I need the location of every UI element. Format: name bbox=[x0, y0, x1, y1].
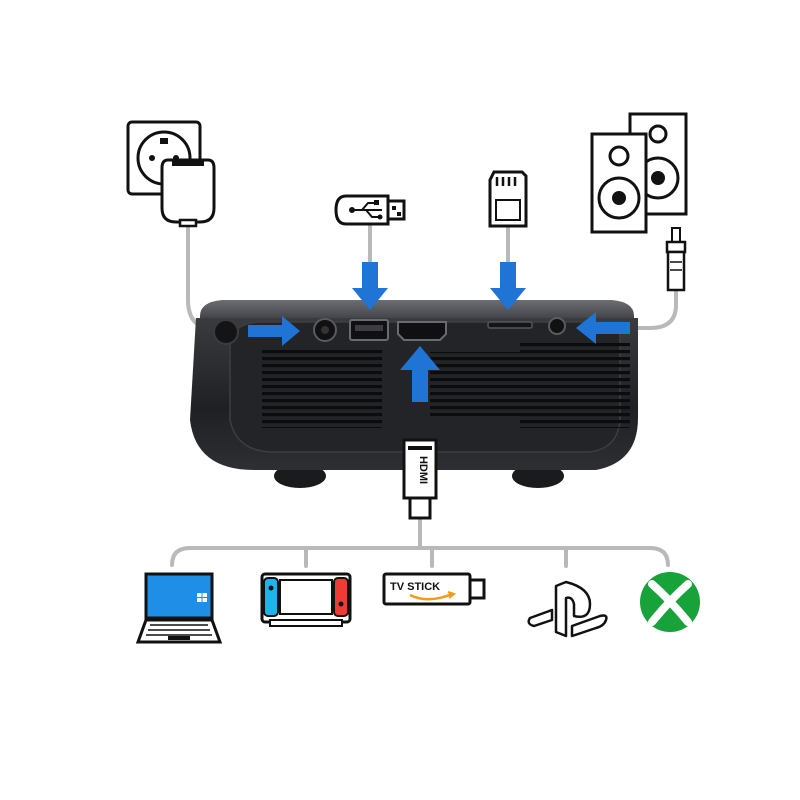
power-plug-icon bbox=[126, 120, 216, 228]
arrow-usb bbox=[352, 262, 388, 310]
projector bbox=[190, 300, 638, 488]
arrows bbox=[248, 262, 630, 402]
tv-stick-smile bbox=[409, 592, 453, 601]
usb-drive-icon bbox=[334, 194, 406, 226]
hdmi-plug-label: HDMI bbox=[417, 456, 429, 484]
projector-top-shell bbox=[200, 300, 634, 322]
projector-vent-left bbox=[262, 350, 382, 428]
plug-body bbox=[160, 158, 216, 224]
audio-jack-port bbox=[548, 317, 566, 335]
arrow-power bbox=[248, 316, 300, 346]
xbox-icon bbox=[640, 572, 700, 632]
projector-vent-right bbox=[520, 340, 630, 428]
arrow-hdmi bbox=[400, 346, 440, 402]
projector-ir-button bbox=[213, 319, 239, 345]
source-bus bbox=[170, 546, 670, 567]
speakers-icon bbox=[590, 112, 688, 234]
tv-stick-icon: TV STICK bbox=[382, 572, 486, 606]
nintendo-switch-icon bbox=[260, 572, 352, 627]
sd-card-icon bbox=[488, 170, 528, 228]
arrow-audio bbox=[576, 312, 630, 344]
hdmi-port bbox=[397, 321, 447, 341]
hdmi-plug-icon: HDMI bbox=[402, 438, 438, 520]
laptop-icon bbox=[135, 572, 223, 644]
usb-symbol bbox=[352, 202, 382, 218]
playstation-icon bbox=[527, 580, 608, 638]
audio-jack-icon bbox=[665, 227, 687, 292]
tv-stick-label: TV STICK bbox=[390, 581, 440, 593]
sd-card-slot bbox=[487, 321, 533, 329]
projector-vent-mid bbox=[430, 352, 520, 416]
arrow-sd bbox=[490, 262, 526, 310]
audio-cable bbox=[628, 290, 678, 330]
